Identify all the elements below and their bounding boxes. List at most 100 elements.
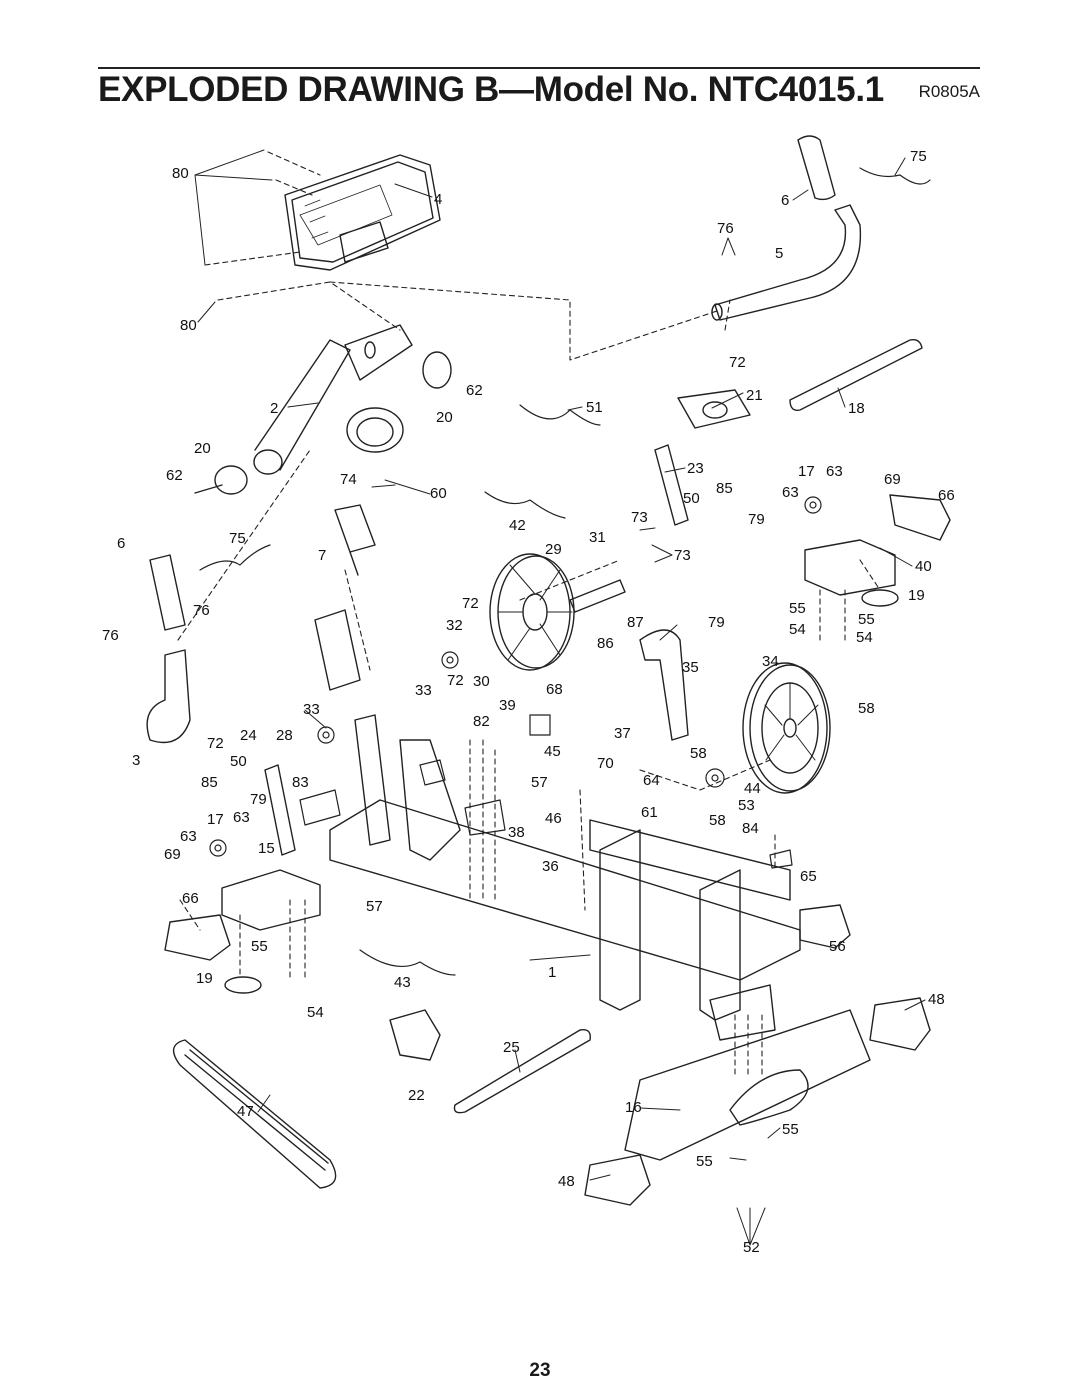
pedal-strap-part [453, 1029, 591, 1114]
part-label: 55 [696, 1153, 713, 1170]
part-label: 68 [546, 681, 563, 698]
part-label: 52 [743, 1239, 760, 1256]
part-label: 75 [910, 148, 927, 165]
clamp-part [346, 407, 404, 453]
part-label: 48 [928, 991, 945, 1008]
part-label: 35 [682, 659, 699, 676]
part-label: 63 [826, 463, 843, 480]
axle-part [569, 579, 626, 613]
pedal-part [677, 389, 751, 429]
part-label: 73 [674, 547, 691, 564]
part-label: 55 [858, 611, 875, 628]
header-rule [98, 67, 980, 69]
part-label: 62 [466, 382, 483, 399]
leveler-part [224, 976, 262, 994]
part-label: 58 [690, 745, 707, 762]
part-label: 58 [709, 812, 726, 829]
flywheel-part [742, 662, 831, 794]
part-label: 19 [196, 970, 213, 987]
part-label: 23 [687, 460, 704, 477]
page-header: EXPLODED DRAWING B—Model No. NTC4015.1 R… [98, 60, 980, 109]
part-label: 30 [473, 673, 490, 690]
part-label: 63 [233, 809, 250, 826]
part-label: 18 [848, 400, 865, 417]
part-label: 57 [531, 774, 548, 791]
part-label: 70 [597, 755, 614, 772]
part-label: 33 [415, 682, 432, 699]
part-label: 43 [394, 974, 411, 991]
end-cap-part [214, 465, 248, 495]
part-label: 54 [789, 621, 806, 638]
part-label: 85 [201, 774, 218, 791]
part-label: 20 [436, 409, 453, 426]
part-label: 55 [789, 600, 806, 617]
fastener-parts [209, 496, 822, 869]
part-labels: 80 4 80 75 6 76 5 72 2 62 20 51 21 18 20… [102, 148, 955, 1256]
end-cap-part [889, 494, 951, 541]
handle-tube-part [146, 649, 191, 744]
part-label: 79 [748, 511, 765, 528]
part-label: 51 [586, 399, 603, 416]
part-label: 72 [462, 595, 479, 612]
part-label: 15 [258, 840, 275, 857]
knob-part [334, 504, 376, 576]
end-cap-part [164, 914, 231, 961]
part-label: 69 [884, 471, 901, 488]
main-frame-part [314, 609, 801, 1041]
part-label: 1 [548, 964, 556, 981]
part-label: 53 [738, 797, 755, 814]
part-label: 45 [544, 743, 561, 760]
page-title: EXPLODED DRAWING B—Model No. NTC4015.1 [98, 70, 884, 109]
part-label: 76 [717, 220, 734, 237]
pedal-strap-part [789, 338, 923, 411]
part-label: 34 [762, 653, 779, 670]
part-label: 66 [938, 487, 955, 504]
part-label: 36 [542, 858, 559, 875]
part-label: 5 [775, 245, 783, 262]
part-label: 86 [597, 635, 614, 652]
grip-part [149, 554, 186, 631]
part-label: 33 [303, 701, 320, 718]
part-label: 4 [434, 191, 442, 208]
part-label: 73 [631, 509, 648, 526]
part-label: 48 [558, 1173, 575, 1190]
part-label: 72 [729, 354, 746, 371]
stabilizer-part [221, 539, 896, 1161]
handlebar-part [711, 135, 862, 321]
part-label: 2 [270, 400, 278, 417]
part-label: 24 [240, 727, 257, 744]
part-label: 56 [829, 938, 846, 955]
part-label: 85 [716, 480, 733, 497]
part-label: 29 [545, 541, 562, 558]
part-label: 55 [251, 938, 268, 955]
upright-tube-part [253, 324, 413, 475]
part-label: 79 [250, 791, 267, 808]
wire-harness-part [199, 167, 931, 976]
part-label: 50 [230, 753, 247, 770]
crank-arm-part [264, 764, 296, 856]
part-label: 66 [182, 890, 199, 907]
pulley-part [489, 553, 575, 671]
bolt-part [194, 484, 223, 494]
part-label: 57 [366, 898, 383, 915]
part-label: 83 [292, 774, 309, 791]
console-part [284, 154, 441, 271]
part-label: 25 [503, 1039, 520, 1056]
leveler-part [861, 589, 899, 607]
part-label: 82 [473, 713, 490, 730]
part-label: 54 [856, 629, 873, 646]
part-label: 16 [625, 1099, 642, 1116]
end-cap-part [422, 351, 452, 389]
part-label: 42 [509, 517, 526, 534]
part-label: 50 [683, 490, 700, 507]
part-label: 3 [132, 752, 140, 769]
drawing-code: R0805A [918, 82, 980, 101]
part-label: 20 [194, 440, 211, 457]
part-label: 74 [340, 471, 357, 488]
part-label: 72 [207, 735, 224, 752]
part-label: 47 [237, 1103, 254, 1120]
part-label: 28 [276, 727, 293, 744]
part-label: 80 [172, 165, 189, 182]
end-cap-part [584, 1154, 651, 1206]
